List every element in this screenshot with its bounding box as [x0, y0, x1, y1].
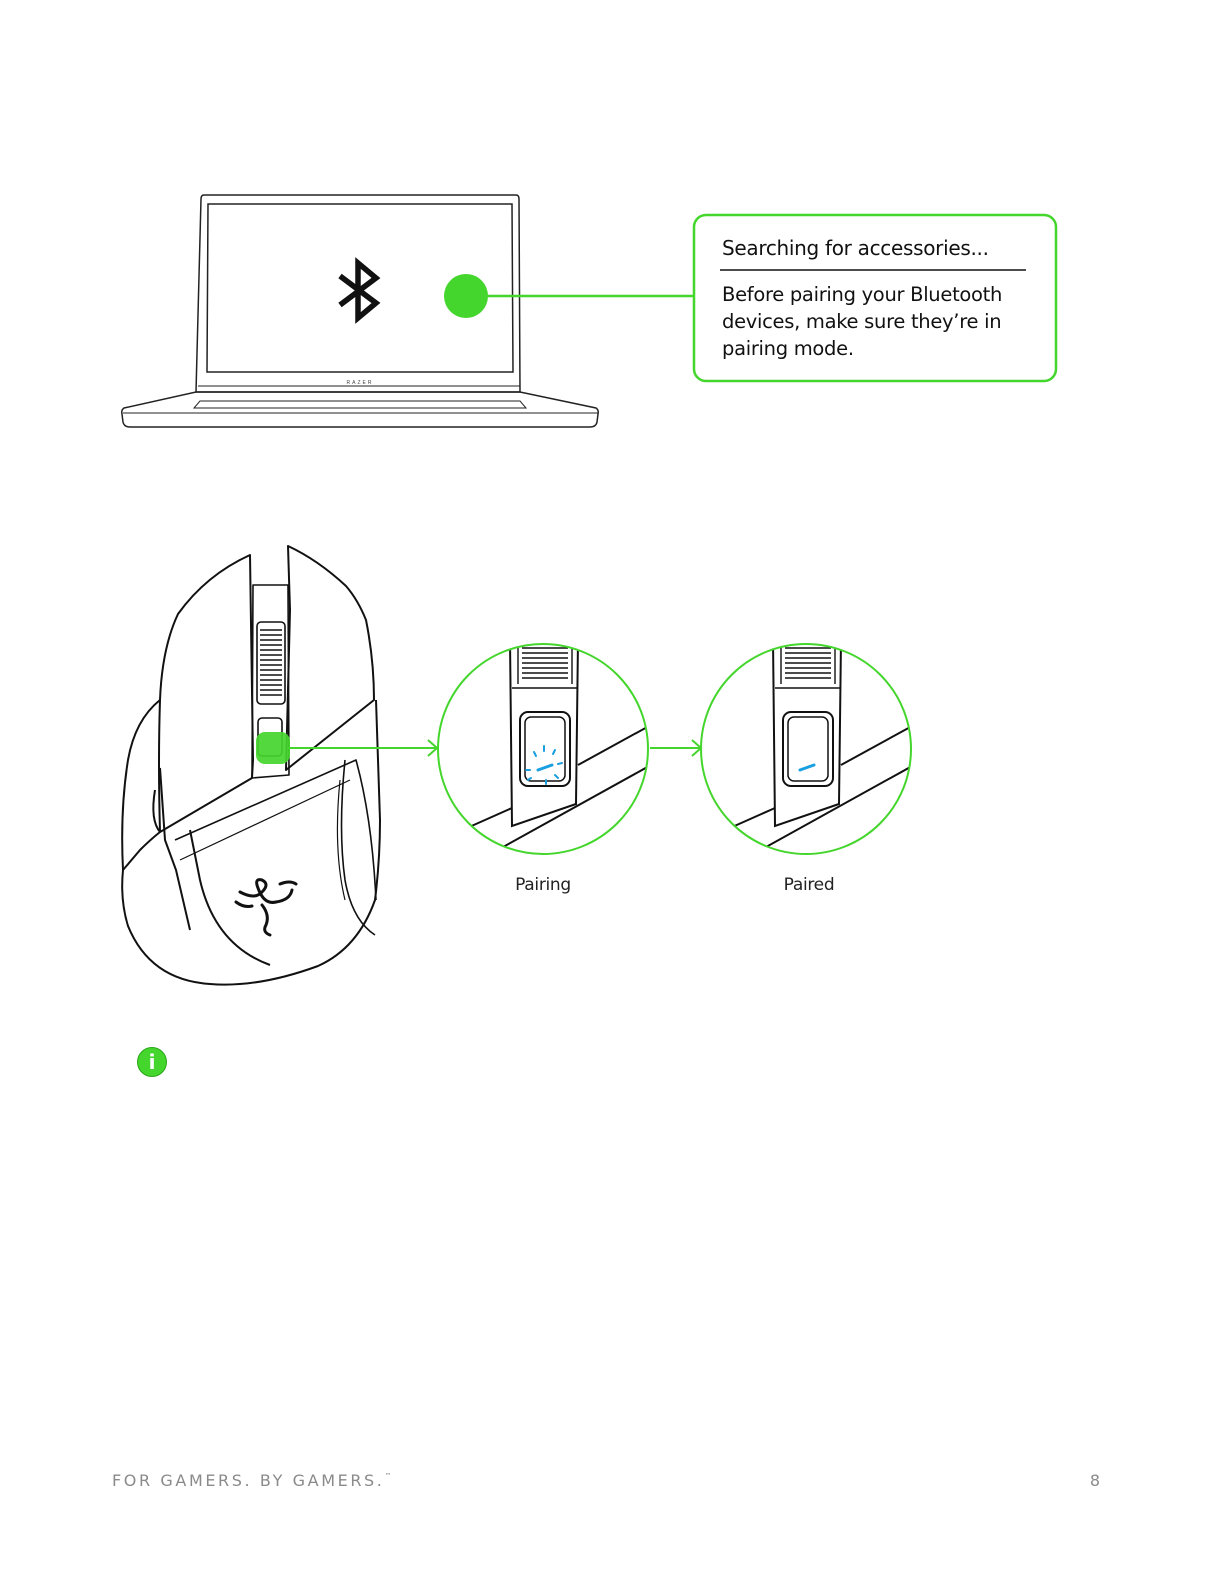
- status-dot: [444, 274, 488, 318]
- pairing-label: Pairing: [515, 875, 571, 895]
- led-blinking-icon: [525, 745, 563, 785]
- razer-logo-icon: [234, 878, 298, 937]
- info-icon: i: [137, 1047, 167, 1077]
- pairing-detail-circle: [437, 643, 649, 855]
- bluetooth-icon: [338, 257, 381, 324]
- footer-tagline-text: FOR GAMERS. BY GAMERS.: [112, 1471, 385, 1490]
- trademark-symbol: ™: [384, 1472, 392, 1480]
- led-solid-icon: [798, 763, 816, 772]
- footer-tagline: FOR GAMERS. BY GAMERS.™: [112, 1471, 391, 1490]
- pairing-button-highlight: [256, 732, 290, 764]
- laptop-brand-label: RAZER: [346, 380, 374, 386]
- callout-body: Before pairing your Bluetooth devices, m…: [722, 283, 1003, 360]
- arrow-head-icon: [427, 739, 439, 757]
- page-number: 8: [1089, 1471, 1100, 1490]
- scroll-wheel: [260, 629, 282, 696]
- paired-detail-circle: [700, 643, 912, 855]
- callout-box: [692, 213, 1058, 383]
- mouse-illustration: [121, 545, 381, 986]
- laptop-illustration: [121, 194, 599, 428]
- callout-title: Searching for accessories...: [722, 236, 989, 260]
- paired-label: Paired: [783, 875, 835, 895]
